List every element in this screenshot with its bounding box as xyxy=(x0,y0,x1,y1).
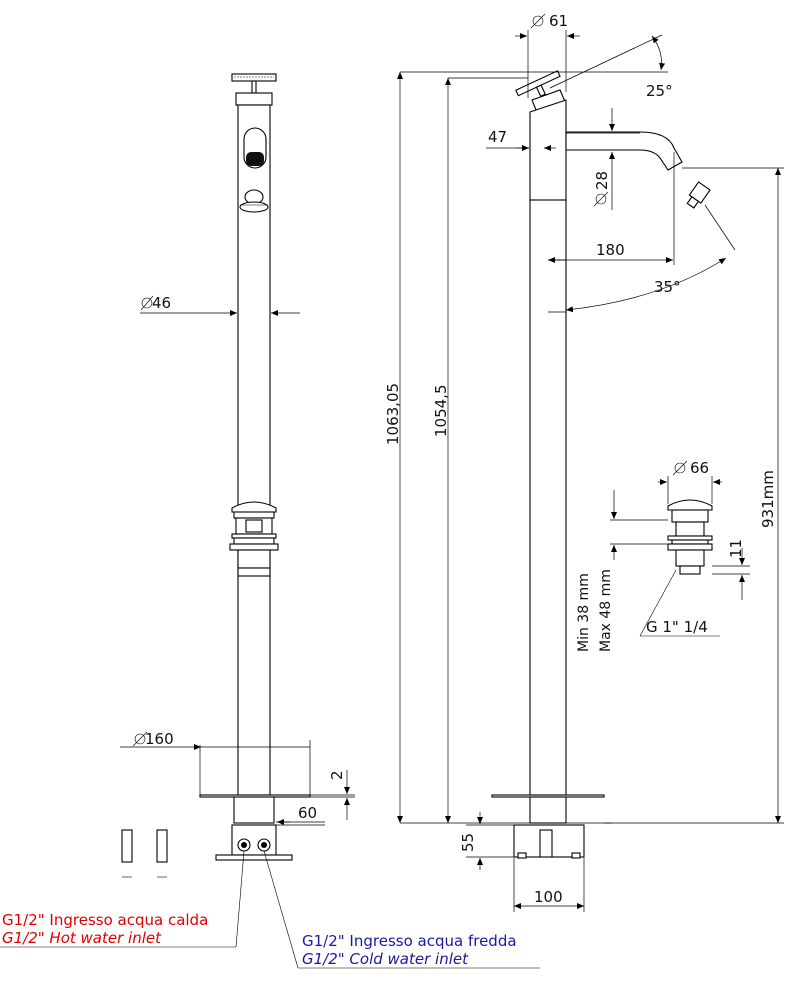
cold-inlet-label-it: G1/2" Ingresso acqua fredda xyxy=(302,932,517,950)
diameter-symbol-icon xyxy=(672,460,688,476)
hot-inlet-label-it: G1/2" Ingresso acqua calda xyxy=(2,911,208,929)
dim-side-height-1054: 1054,5 xyxy=(432,385,450,438)
front-handle-base xyxy=(235,92,273,106)
dim-waste-66: 66 xyxy=(690,459,709,477)
diameter-symbol-icon xyxy=(132,731,148,747)
dim-side-spout-28: 28 xyxy=(593,171,611,190)
front-handle-stem xyxy=(251,80,257,94)
dim-side-base-100: 100 xyxy=(534,888,563,906)
front-valve-body xyxy=(231,824,277,856)
dim-side-outlet-931: 931mm xyxy=(759,470,777,528)
front-lever-base xyxy=(239,201,269,213)
dim-front-base-160: 160 xyxy=(145,730,174,748)
front-view: 46 160 2 60 xyxy=(0,73,540,969)
dim-side-spout-angle: 35° xyxy=(654,278,681,296)
inlet-pipe-right xyxy=(156,829,168,863)
waste-thread-label: G 1" 1/4 xyxy=(646,618,708,636)
dim-front-base-2: 2 xyxy=(328,770,346,780)
dim-waste-max: Max 48 mm xyxy=(598,569,614,652)
side-view: 61 25° 47 28 180 35° 1063,05 xyxy=(384,12,784,912)
side-handle xyxy=(515,70,561,98)
dim-side-base-55: 55 xyxy=(459,833,477,852)
inlet-pipe-left xyxy=(121,829,133,863)
front-waste-cap xyxy=(231,501,277,513)
diameter-symbol-icon xyxy=(593,191,609,207)
hot-inlet-label-en: G1/2" Hot water inlet xyxy=(2,929,162,947)
dim-waste-11: 11 xyxy=(727,539,745,558)
inlet-notes: G1/2" Ingresso acqua calda G1/2" Hot wat… xyxy=(2,911,517,968)
diameter-symbol-icon xyxy=(140,295,154,311)
diameter-symbol-icon xyxy=(530,13,546,29)
front-handle-cap xyxy=(231,73,277,82)
front-aerator xyxy=(246,152,264,166)
dim-front-diameter-46: 46 xyxy=(152,294,171,312)
dim-side-handle-angle: 25° xyxy=(646,82,673,100)
side-spout xyxy=(565,131,683,171)
side-aerator xyxy=(686,181,711,209)
dim-side-handle-61: 61 xyxy=(549,12,568,30)
dim-side-offset-47: 47 xyxy=(488,128,507,146)
waste-cap xyxy=(667,499,713,511)
dim-side-reach-180: 180 xyxy=(596,241,625,259)
cold-inlet-label-en: G1/2" Cold water inlet xyxy=(302,950,469,968)
dim-waste-min: Min 38 mm xyxy=(576,573,592,652)
front-column xyxy=(237,104,271,796)
dim-front-inlet-60: 60 xyxy=(298,804,317,822)
side-column xyxy=(529,199,567,796)
waste-detail: 66 Min 38 mm Max 48 mm 11 G 1" 1/4 xyxy=(576,459,750,652)
dim-side-height-1063: 1063,05 xyxy=(384,383,402,445)
